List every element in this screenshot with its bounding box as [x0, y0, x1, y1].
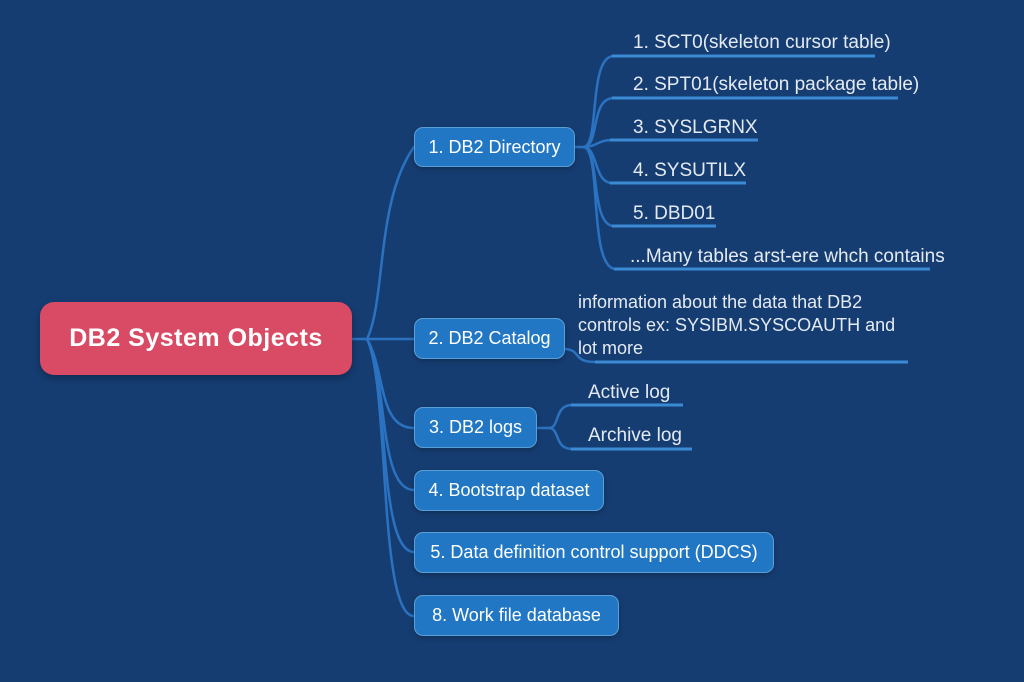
connector-logs-archive [547, 426, 574, 451]
connector-directory-c5 [582, 145, 616, 228]
connector-root-to-directory [365, 145, 416, 341]
child-label-sct0[interactable]: 1. SCT0(skeleton cursor table) [633, 32, 891, 53]
branch-node-db2-logs[interactable]: 3. DB2 logs [414, 407, 537, 448]
child-label-spt01[interactable]: 2. SPT01(skeleton package table) [633, 74, 920, 95]
child-label-syslgrnx[interactable]: 3. SYSLGRNX [633, 117, 758, 138]
connector-root-to-workfile [365, 337, 416, 618]
child-label-active-log[interactable]: Active log [588, 382, 671, 403]
catalog-note-line-1: information about the data that DB2 [578, 292, 863, 312]
branch-node-db2-catalog[interactable]: 2. DB2 Catalog [414, 318, 565, 359]
connector-root-to-logs [365, 337, 416, 430]
branch-node-bootstrap-dataset[interactable]: 4. Bootstrap dataset [414, 470, 604, 511]
child-label-archive-log[interactable]: Archive log [588, 425, 682, 446]
branch-node-ddcs[interactable]: 5. Data definition control support (DDCS… [414, 532, 774, 573]
child-label-sysutilx[interactable]: 4. SYSUTILX [633, 160, 746, 181]
connector-directory-c2 [582, 96, 616, 149]
connector-directory-c1 [582, 54, 616, 149]
catalog-note-line-3: lot more [578, 338, 644, 358]
branch-node-work-file-database[interactable]: 8. Work file database [414, 595, 619, 636]
branch-node-db2-directory[interactable]: 1. DB2 Directory [414, 127, 575, 167]
child-label-many-tables[interactable]: ...Many tables arst-ere whch contains [630, 246, 945, 267]
catalog-note[interactable]: information about the data that DB2 cont… [578, 291, 912, 360]
central-topic-node[interactable]: DB2 System Objects [40, 302, 352, 375]
catalog-note-line-2: controls ex: SYSIBM.SYSCOAUTH and [578, 315, 896, 335]
connector-catalog-note [564, 347, 598, 364]
connector-directory-c6 [582, 145, 618, 271]
connector-logs-active [547, 403, 574, 430]
child-label-dbd01[interactable]: 5. DBD01 [633, 203, 716, 224]
